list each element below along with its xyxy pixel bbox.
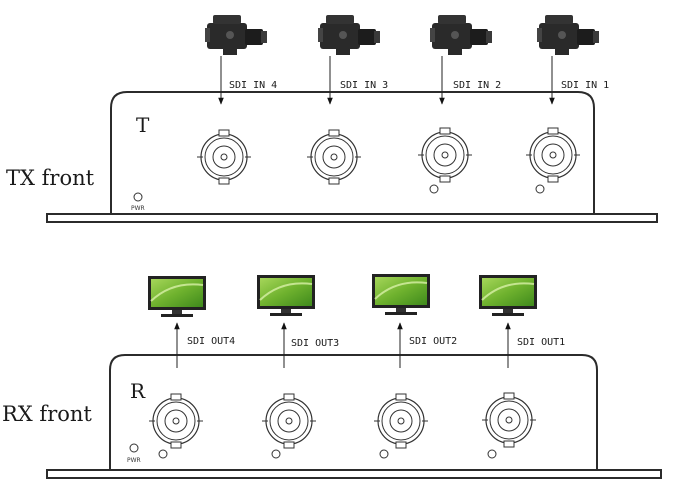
tx-base-plate <box>46 213 658 223</box>
video-camera-icon <box>430 15 492 55</box>
tx-port-label-3: SDI IN 3 <box>340 80 388 91</box>
rx-base-plate <box>46 469 662 479</box>
rx-section-label: RX front <box>2 402 92 426</box>
tx-section-label: TX front <box>6 166 95 190</box>
tx-section: T TX front PWR SDI IN 4 SDI IN 3 SDI IN … <box>6 15 658 223</box>
rx-section: R RX front PWR SDI OUT4 SDI OUT3 SDI OUT… <box>2 273 662 479</box>
rx-port-label-1: SDI OUT1 <box>517 337 565 348</box>
rx-panel-letter: R <box>130 379 146 403</box>
tx-panel-letter: T <box>136 113 150 137</box>
rx-port-label-2: SDI OUT2 <box>409 336 457 347</box>
rx-status-led <box>158 449 168 459</box>
monitor-icon <box>478 274 538 317</box>
rx-pwr-label: PWR <box>127 457 141 464</box>
rx-status-led <box>379 449 389 459</box>
tx-pwr-led <box>133 192 143 202</box>
rx-status-led <box>487 449 497 459</box>
tx-status-led <box>535 184 545 194</box>
rx-status-led <box>271 449 281 459</box>
rx-port-label-4: SDI OUT4 <box>187 336 235 347</box>
rx-port-label-3: SDI OUT3 <box>291 338 339 349</box>
tx-port-label-4: SDI IN 4 <box>229 80 277 91</box>
tx-pwr-label: PWR <box>131 205 145 212</box>
rx-housing <box>109 354 598 471</box>
rx-pwr-led <box>129 443 139 453</box>
tx-port-label-2: SDI IN 2 <box>453 80 501 91</box>
tx-port-label-1: SDI IN 1 <box>561 80 609 91</box>
tx-status-led <box>429 184 439 194</box>
video-camera-icon <box>318 15 380 55</box>
monitor-icon <box>371 273 431 316</box>
video-camera-icon <box>537 15 599 55</box>
monitor-icon <box>256 274 316 317</box>
monitor-icon <box>147 275 207 318</box>
video-camera-icon <box>205 15 267 55</box>
